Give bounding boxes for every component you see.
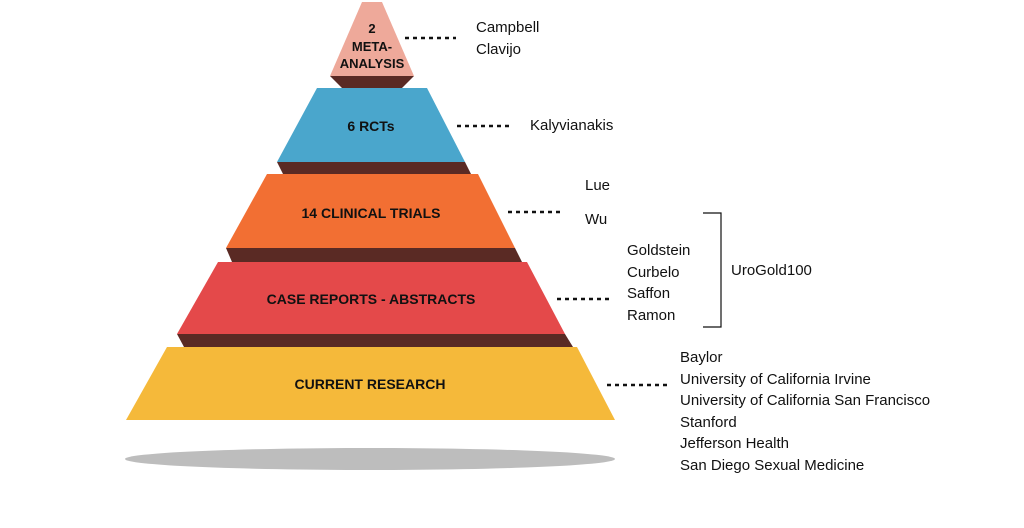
refs-meta-analysis: Campbell Clavijo <box>476 17 539 60</box>
tier-5-label: CURRENT RESEARCH <box>295 376 446 392</box>
ref-item: Curbelo <box>627 263 680 281</box>
ref-item: Kalyvianakis <box>530 117 614 134</box>
tier-4-label: CASE REPORTS - ABSTRACTS <box>267 291 476 307</box>
tier-rcts <box>277 88 465 162</box>
group-label-urogold100: UroGold100 <box>731 262 812 279</box>
ref-item: Campbell <box>476 19 540 36</box>
tier-1-side <box>330 76 414 88</box>
refs-clinical-trials: Lue Wu <box>585 175 610 230</box>
tier-1-label-line-1: 2 <box>368 21 375 36</box>
ref-item: Lue <box>585 177 611 194</box>
refs-current-research: Baylor University of California Irvine U… <box>680 347 930 476</box>
tier-3-label: 14 CLINICAL TRIALS <box>302 205 441 221</box>
ref-item: Goldstein <box>627 242 691 259</box>
ref-item: Baylor <box>680 349 723 366</box>
tier-4-side <box>177 334 573 347</box>
tier-1-label-line-2: META- <box>352 39 392 54</box>
ref-item: Wu <box>585 210 608 228</box>
ref-item: University of California Irvine <box>680 370 871 388</box>
ref-item: University of California San Francisco <box>680 392 931 409</box>
ref-item: Clavijo <box>476 40 522 58</box>
tier-2-side <box>277 162 471 174</box>
tier-3-side <box>226 248 522 262</box>
tier-1-label-line-3: ANALYSIS <box>340 56 405 71</box>
ref-item: Ramon <box>627 306 676 324</box>
ref-item: Stanford <box>680 413 737 431</box>
ref-item: San Diego Sexual Medicine <box>680 456 865 474</box>
ref-item: Saffon <box>627 285 671 302</box>
ref-item: Jefferson Health <box>680 435 789 452</box>
refs-rcts: Kalyvianakis <box>530 115 613 137</box>
tier-current-research <box>126 347 615 420</box>
refs-case-reports: Goldstein Curbelo Saffon Ramon <box>627 240 690 326</box>
tier-case-reports <box>177 262 565 334</box>
pyramid-shadow <box>125 448 615 470</box>
tier-2-label: 6 RCTs <box>347 118 394 134</box>
tier-clinical-trials <box>226 174 515 248</box>
tier-meta-analysis <box>330 2 414 76</box>
group-bracket <box>703 212 722 328</box>
